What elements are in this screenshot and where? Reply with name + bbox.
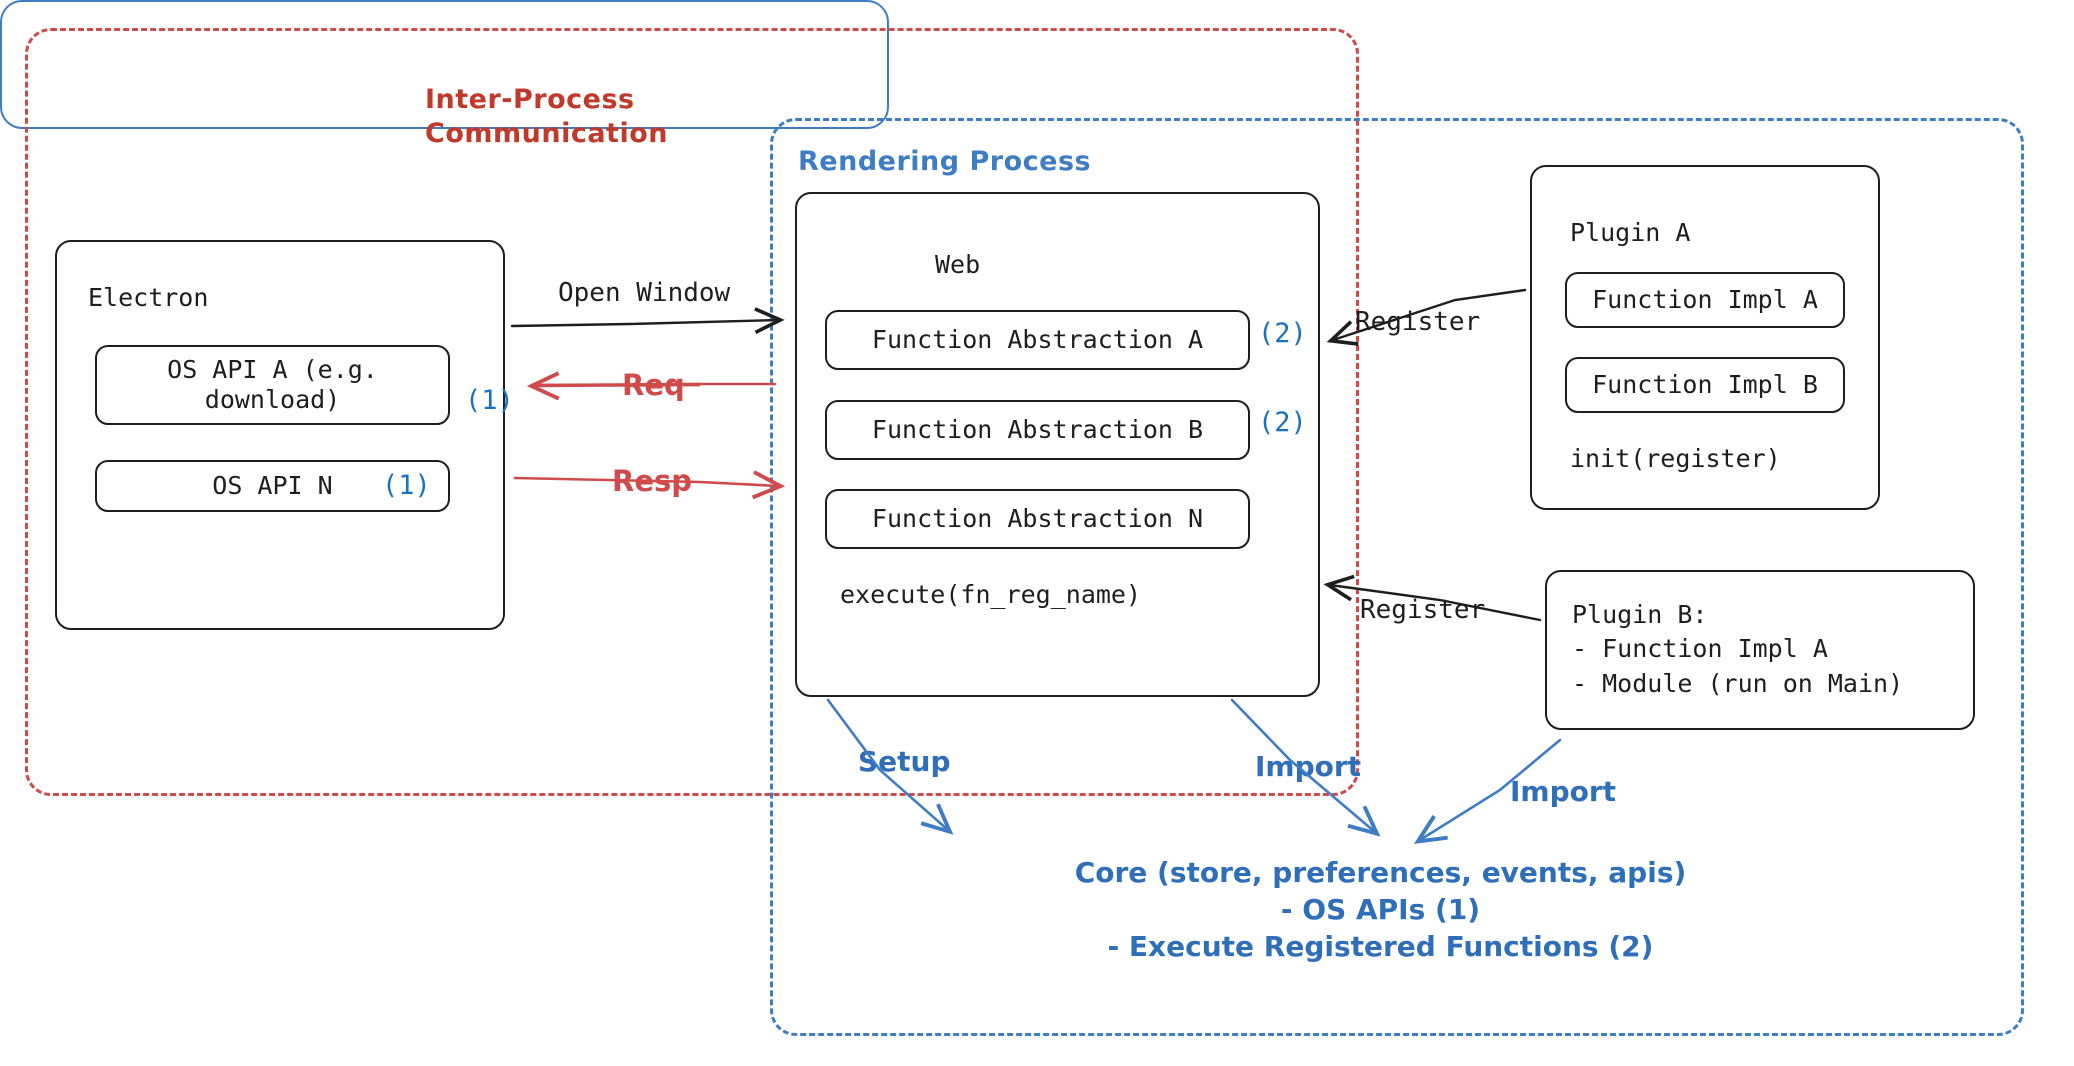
plugin-a-function-impl-b-label: Function Impl B <box>1592 369 1818 399</box>
edge-label-setup: Setup <box>858 745 951 778</box>
edge-label-register-plugin-a: Register <box>1355 307 1481 337</box>
core-text: Core (store, preferences, events, apis) … <box>1074 856 1687 963</box>
edge-label-register-plugin-b: Register <box>1360 595 1486 625</box>
plugin-a-box <box>1530 165 1880 510</box>
plugin-a-title: Plugin A <box>1570 218 1691 247</box>
function-abstraction-b-badge: (2) <box>1258 407 1307 438</box>
edge-label-resp: Resp <box>612 464 693 498</box>
function-abstraction-b-label: Function Abstraction B <box>871 414 1204 444</box>
os-api-n-badge: (1) <box>382 470 431 501</box>
plugin-b-box <box>1545 570 1975 730</box>
function-abstraction-n-label: Function Abstraction N <box>871 503 1204 533</box>
inter-process-communication-label: Inter-Process Communication <box>425 84 668 149</box>
edge-label-req: Req <box>622 368 685 402</box>
core-box <box>0 0 889 129</box>
plugin-a-function-impl-a-node: Function Impl A <box>1565 272 1845 328</box>
web-title: Web <box>935 250 981 279</box>
function-abstraction-b-node: Function Abstraction B <box>825 400 1250 460</box>
edge-label-import-web: Import <box>1255 750 1362 783</box>
plugin-a-init-label: init(register) <box>1570 444 1781 473</box>
os-api-a-label: OS API A (e.g. download) <box>167 354 378 415</box>
os-api-n-node: OS API N <box>95 460 450 512</box>
electron-title: Electron <box>88 283 209 312</box>
function-abstraction-n-node: Function Abstraction N <box>825 489 1250 549</box>
os-api-a-badge: (1) <box>465 385 514 416</box>
rendering-process-label: Rendering Process <box>798 146 1092 177</box>
function-abstraction-a-node: Function Abstraction A <box>825 310 1250 370</box>
function-abstraction-a-label: Function Abstraction A <box>871 324 1204 354</box>
rendering-process-zone <box>770 118 2024 1036</box>
edge-label-import-plugin-b: Import <box>1510 775 1617 808</box>
inter-process-communication-zone <box>25 28 1359 796</box>
function-abstraction-a-badge: (2) <box>1258 318 1307 349</box>
plugin-a-function-impl-b-node: Function Impl B <box>1565 357 1845 413</box>
plugin-b-text: Plugin B: - Function Impl A - Module (ru… <box>1572 600 1904 698</box>
os-api-n-label: OS API N <box>212 470 333 500</box>
web-execute-label: execute(fn_reg_name) <box>840 580 1142 609</box>
electron-box <box>55 240 505 630</box>
os-api-a-node: OS API A (e.g. download) <box>95 345 450 425</box>
plugin-a-function-impl-a-label: Function Impl A <box>1592 284 1818 314</box>
edge-label-open-window: Open Window <box>558 278 731 308</box>
